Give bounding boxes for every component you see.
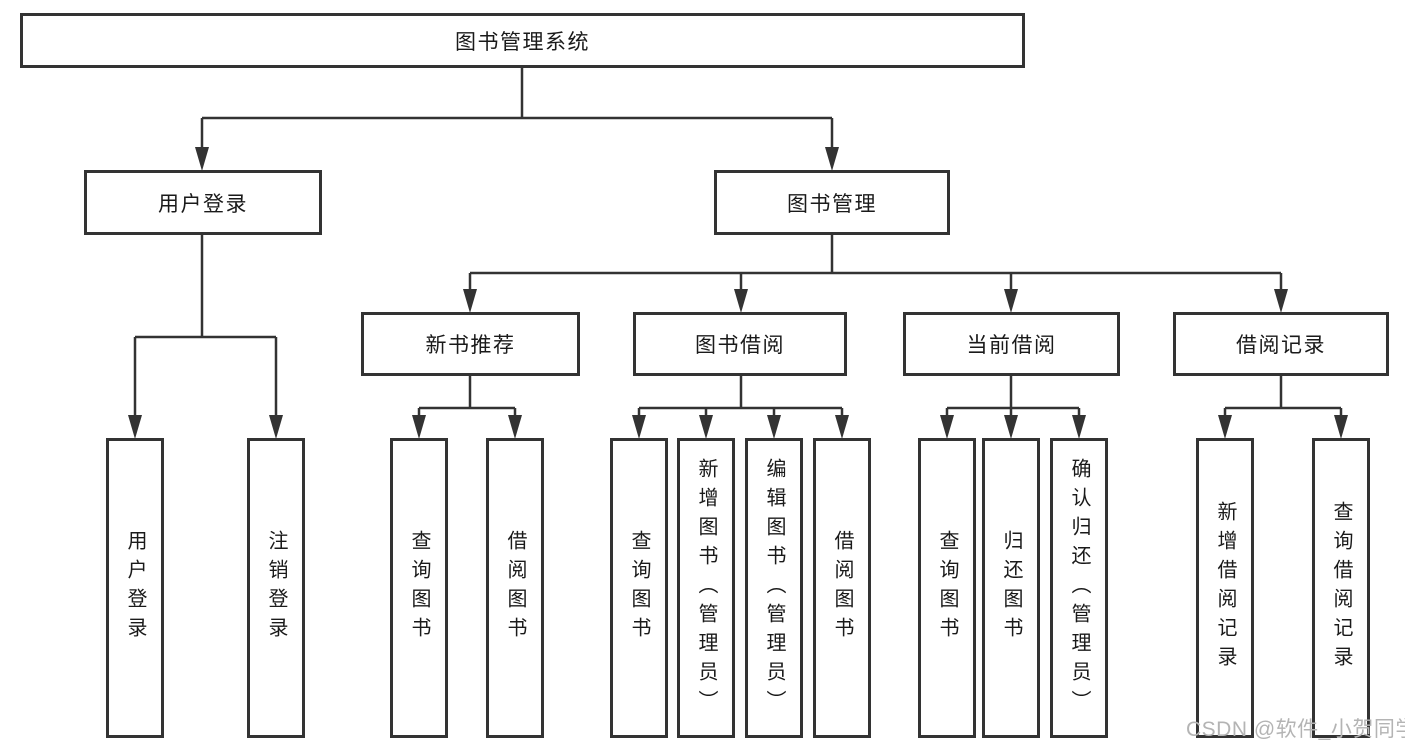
leaf-current-query-books-label: 查询图书	[936, 530, 958, 646]
leaf-return-books-label: 归还图书	[1000, 530, 1022, 646]
node-user-login: 用户登录	[84, 170, 322, 235]
leaf-user-login: 用户登录	[106, 438, 164, 738]
node-book-borrowing: 图书借阅	[633, 312, 847, 376]
leaf-recommend-borrow-books-label: 借阅图书	[504, 530, 526, 646]
leaf-user-login-label: 用户登录	[124, 530, 146, 646]
leaf-borrowing-borrow-books: 借阅图书	[813, 438, 871, 738]
leaf-borrowing-query-books: 查询图书	[610, 438, 668, 738]
leaf-add-books-admin: 新增图书（管理员）	[677, 438, 735, 738]
leaf-logout-label: 注销登录	[265, 530, 287, 646]
leaf-recommend-query-books: 查询图书	[390, 438, 448, 738]
leaf-query-borrow-record-label: 查询借阅记录	[1330, 501, 1352, 675]
leaf-confirm-return-admin-label: 确认归还（管理员）	[1068, 457, 1090, 719]
node-borrowing-records: 借阅记录	[1173, 312, 1389, 376]
leaf-edit-books-admin: 编辑图书（管理员）	[745, 438, 803, 738]
leaf-add-borrow-record: 新增借阅记录	[1196, 438, 1254, 738]
leaf-confirm-return-admin: 确认归还（管理员）	[1050, 438, 1108, 738]
leaf-add-borrow-record-label: 新增借阅记录	[1214, 501, 1236, 675]
leaf-return-books: 归还图书	[982, 438, 1040, 738]
leaf-borrowing-query-books-label: 查询图书	[628, 530, 650, 646]
node-new-book-recommend: 新书推荐	[361, 312, 580, 376]
leaf-current-query-books: 查询图书	[918, 438, 976, 738]
arrowheads	[128, 147, 1348, 439]
leaf-recommend-query-books-label: 查询图书	[408, 530, 430, 646]
csdn-watermark: CSDN @软件_小贺同学	[1186, 718, 1405, 741]
node-current-borrowing: 当前借阅	[903, 312, 1120, 376]
leaf-borrowing-borrow-books-label: 借阅图书	[831, 530, 853, 646]
leaf-edit-books-admin-label: 编辑图书（管理员）	[763, 457, 785, 719]
leaf-add-books-admin-label: 新增图书（管理员）	[695, 457, 717, 719]
node-root-system: 图书管理系统	[20, 13, 1025, 68]
leaf-recommend-borrow-books: 借阅图书	[486, 438, 544, 738]
leaf-query-borrow-record: 查询借阅记录	[1312, 438, 1370, 738]
node-book-management: 图书管理	[714, 170, 950, 235]
leaf-logout: 注销登录	[247, 438, 305, 738]
